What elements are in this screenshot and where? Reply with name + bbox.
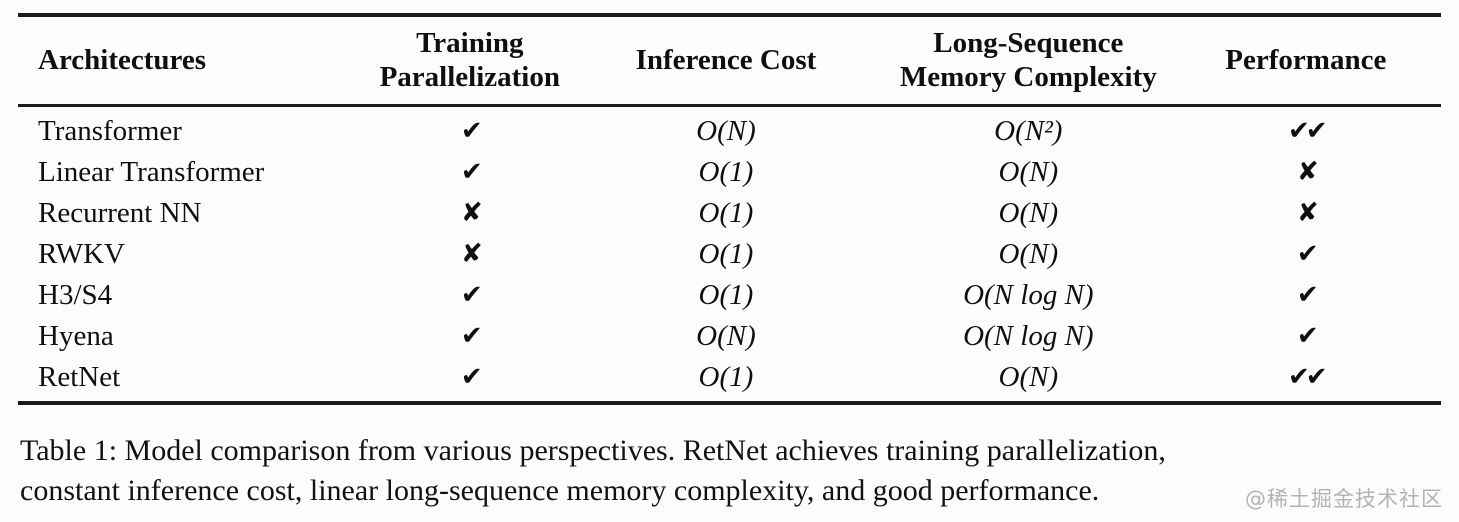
col-header-architectures: Architectures bbox=[18, 15, 374, 106]
table-row-rwkv: RWKV ✘ O(1) O(N) ✔ bbox=[18, 234, 1441, 275]
inference-cost-value: O(1) bbox=[698, 197, 754, 229]
inference-cost-value: O(1) bbox=[698, 361, 754, 393]
architecture-name: Recurrent NN bbox=[38, 197, 202, 229]
model-comparison-table: Architectures Training Parallelization I… bbox=[18, 13, 1441, 405]
architecture-name: Transformer bbox=[38, 115, 182, 147]
col-header-label: Long-Sequence Memory Complexity bbox=[899, 27, 1157, 93]
col-header-label: Architectures bbox=[38, 44, 207, 76]
watermark-text: @稀土掘金技术社区 bbox=[1245, 487, 1443, 511]
memory-complexity-value: O(N) bbox=[998, 361, 1059, 393]
training-parallelization-mark: ✔ bbox=[460, 116, 483, 146]
header-row: Architectures Training Parallelization I… bbox=[18, 15, 1441, 106]
performance-mark: ✔ bbox=[1296, 280, 1319, 310]
architecture-name: H3/S4 bbox=[38, 279, 113, 311]
memory-complexity-value: O(N²) bbox=[994, 115, 1063, 147]
table-row-transformer: Transformer ✔ O(N) O(N²) ✔✔ bbox=[18, 106, 1441, 153]
col-header-training-parallelization: Training Parallelization bbox=[374, 15, 566, 106]
table-body: Transformer ✔ O(N) O(N²) ✔✔ Linear Trans… bbox=[18, 106, 1441, 404]
table-row-retnet: RetNet ✔ O(1) O(N) ✔✔ bbox=[18, 357, 1441, 403]
training-parallelization-mark: ✔ bbox=[460, 321, 483, 351]
performance-mark: ✔✔ bbox=[1288, 116, 1328, 146]
training-parallelization-mark: ✔ bbox=[460, 280, 483, 310]
performance-mark: ✔✔ bbox=[1288, 362, 1328, 392]
performance-mark: ✔ bbox=[1296, 239, 1319, 269]
training-parallelization-mark: ✔ bbox=[460, 157, 483, 187]
col-header-inference-cost: Inference Cost bbox=[566, 15, 886, 106]
table-row-linear-transformer: Linear Transformer ✔ O(1) O(N) ✘ bbox=[18, 152, 1441, 193]
architecture-name: RetNet bbox=[38, 361, 121, 393]
performance-mark: ✘ bbox=[1296, 198, 1319, 228]
performance-mark: ✘ bbox=[1296, 157, 1319, 187]
table-row-h3-s4: H3/S4 ✔ O(1) O(N log N) ✔ bbox=[18, 275, 1441, 316]
col-header-label: Inference Cost bbox=[635, 44, 817, 76]
memory-complexity-value: O(N log N) bbox=[963, 279, 1094, 311]
caption-line-2: constant inference cost, linear long-seq… bbox=[20, 474, 1100, 507]
training-parallelization-mark: ✘ bbox=[460, 239, 483, 269]
training-parallelization-mark: ✘ bbox=[460, 198, 483, 228]
performance-mark: ✔ bbox=[1296, 321, 1319, 351]
table-caption: Table 1: Model comparison from various p… bbox=[20, 431, 1439, 511]
inference-cost-value: O(N) bbox=[696, 320, 756, 352]
table-row-recurrent-nn: Recurrent NN ✘ O(1) O(N) ✘ bbox=[18, 193, 1441, 234]
architecture-name: Linear Transformer bbox=[38, 156, 265, 188]
col-header-label: Performance bbox=[1225, 44, 1387, 76]
col-header-label: Training Parallelization bbox=[379, 27, 560, 93]
training-parallelization-mark: ✔ bbox=[460, 362, 483, 392]
table-row-hyena: Hyena ✔ O(N) O(N log N) ✔ bbox=[18, 316, 1441, 357]
col-header-performance: Performance bbox=[1171, 15, 1441, 106]
table-header: Architectures Training Parallelization I… bbox=[18, 15, 1441, 106]
caption-line-1: Table 1: Model comparison from various p… bbox=[20, 434, 1166, 467]
architecture-name: Hyena bbox=[38, 320, 114, 352]
memory-complexity-value: O(N log N) bbox=[963, 320, 1094, 352]
inference-cost-value: O(1) bbox=[698, 156, 754, 188]
inference-cost-value: O(N) bbox=[696, 115, 756, 147]
col-header-memory-complexity: Long-Sequence Memory Complexity bbox=[886, 15, 1171, 106]
memory-complexity-value: O(N) bbox=[998, 197, 1059, 229]
memory-complexity-value: O(N) bbox=[998, 238, 1059, 270]
architecture-name: RWKV bbox=[38, 238, 125, 270]
inference-cost-value: O(1) bbox=[698, 279, 754, 311]
inference-cost-value: O(1) bbox=[698, 238, 754, 270]
memory-complexity-value: O(N) bbox=[998, 156, 1059, 188]
